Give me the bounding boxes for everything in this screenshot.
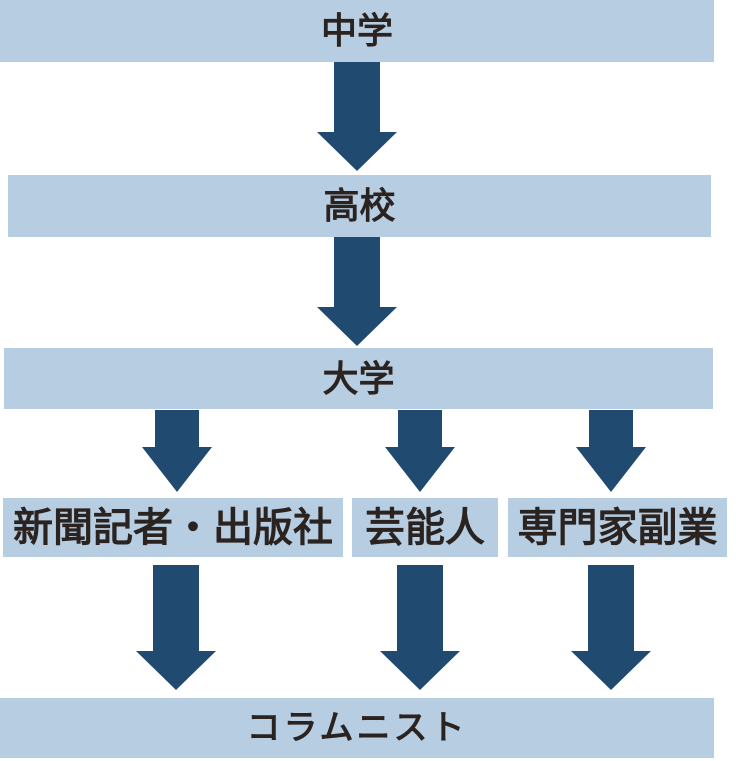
arrow-down-icon [571, 565, 651, 690]
arrow-down-icon [142, 410, 212, 492]
branch-box-expert-sidejob: 専門家副業 [508, 498, 727, 557]
arrow-down-icon [380, 565, 460, 690]
arrow-down-icon [576, 410, 646, 492]
branch-box-newspaper-publisher: 新聞記者・出版社 [3, 498, 343, 557]
stage-bar-university: 大学 [4, 348, 713, 409]
branch-label-expert-sidejob: 専門家副業 [517, 505, 718, 550]
stage-label-university: 大学 [322, 357, 395, 399]
arrow-down-icon [317, 237, 397, 346]
stage-label-middle-school: 中学 [320, 10, 393, 51]
arrow-down-icon [385, 410, 455, 492]
stage-bar-middle-school: 中学 [0, 0, 714, 62]
arrow-down-icon [317, 62, 397, 171]
branch-box-entertainer: 芸能人 [352, 498, 498, 557]
stage-bar-columnist: コラムニスト [0, 698, 714, 758]
stage-label-high-school: 高校 [323, 185, 396, 226]
branch-label-newspaper-publisher: 新聞記者・出版社 [13, 505, 333, 550]
branch-label-entertainer: 芸能人 [365, 505, 485, 550]
stage-label-columnist: コラムニスト [246, 709, 468, 747]
stage-bar-high-school: 高校 [8, 175, 711, 237]
arrow-down-icon [136, 565, 216, 690]
